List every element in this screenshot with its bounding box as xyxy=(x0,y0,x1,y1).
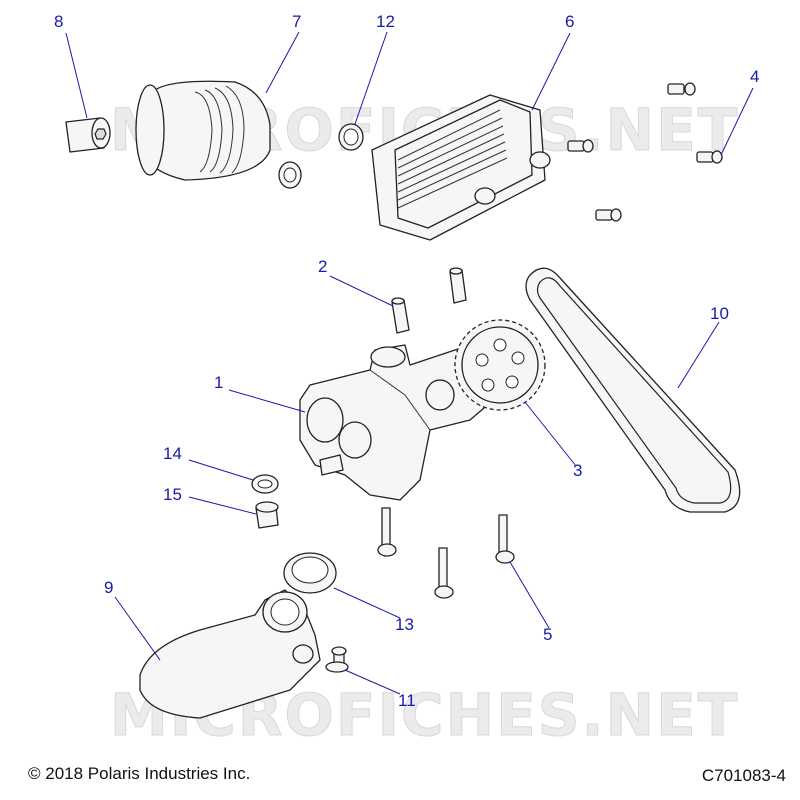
callouts: 8 7 12 6 4 2 10 1 3 14 15 5 9 13 11 xyxy=(54,12,759,710)
part-10-chain xyxy=(525,267,741,513)
callout-11: 11 xyxy=(398,691,416,710)
callout-15: 15 xyxy=(163,485,182,504)
callout-8: 8 xyxy=(54,12,63,31)
part-14-washer xyxy=(251,474,279,494)
callout-4: 4 xyxy=(750,67,759,86)
part-2-dowel-pins xyxy=(391,267,467,334)
callout-14: 14 xyxy=(163,444,182,463)
part-7-oil-filter xyxy=(135,80,271,181)
callout-1: 1 xyxy=(214,373,223,392)
callout-9: 9 xyxy=(104,578,113,597)
callout-3: 3 xyxy=(573,461,582,480)
part-12-o-ring xyxy=(338,123,364,151)
part-4-bolts xyxy=(567,82,723,222)
callout-12: 12 xyxy=(376,12,395,31)
callout-2: 2 xyxy=(318,257,327,276)
callout-10: 10 xyxy=(710,304,729,323)
callout-13: 13 xyxy=(395,615,414,634)
callout-5: 5 xyxy=(543,625,552,644)
part-5-long-bolts xyxy=(377,507,515,599)
callout-7: 7 xyxy=(292,12,301,31)
part-6-oil-cooler xyxy=(371,94,551,241)
part-9-oil-pickup xyxy=(139,589,321,719)
callout-6: 6 xyxy=(565,12,574,31)
part-13-seal xyxy=(283,552,337,594)
part-11-bolt xyxy=(325,646,349,673)
part-15-plug xyxy=(255,501,279,529)
part-3-sprocket xyxy=(454,319,546,411)
leader-lines xyxy=(65,31,754,695)
copyright-notice: © 2018 Polaris Industries Inc. xyxy=(28,764,251,783)
filter-o-ring xyxy=(278,161,302,189)
figure-code: C701083-4 xyxy=(701,766,786,785)
part-8-bushing xyxy=(65,117,111,153)
